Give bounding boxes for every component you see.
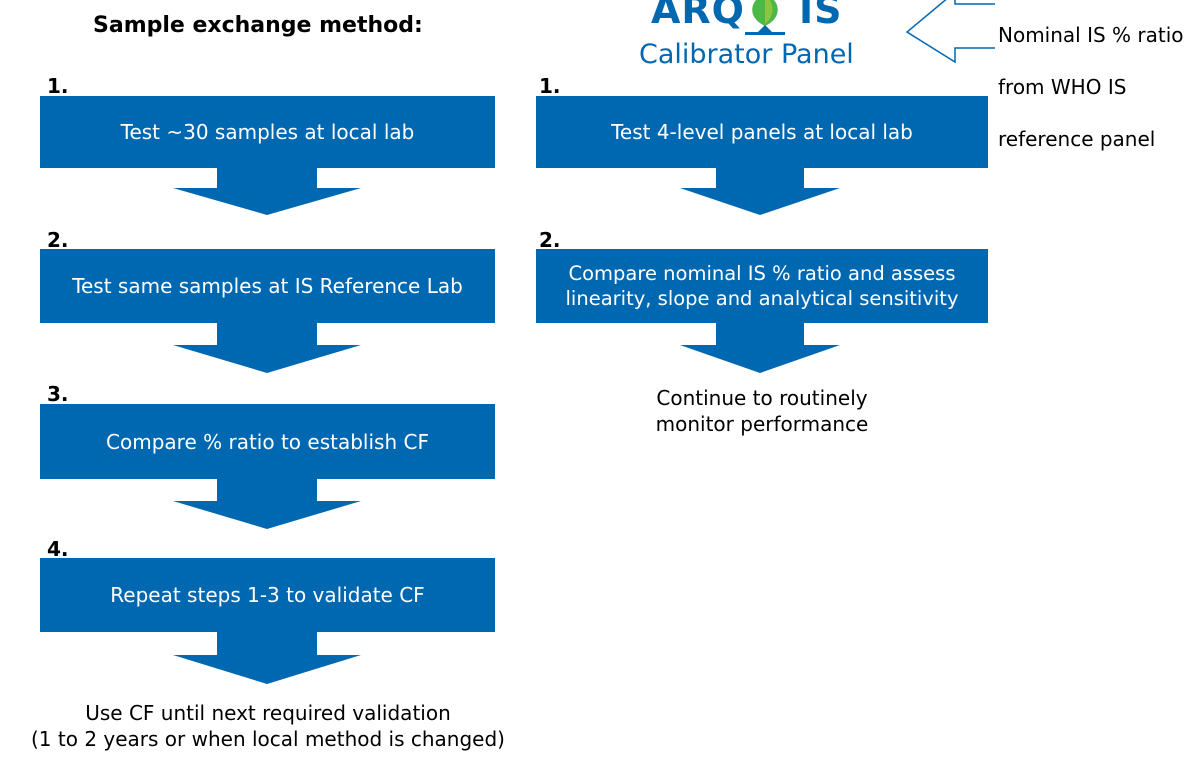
right-outcome: Continue to routinely monitor performanc… [612, 385, 912, 437]
sample-exchange-heading: Sample exchange method: [93, 13, 423, 38]
right-step-2-line-1: Compare nominal IS % ratio and assess [568, 261, 956, 285]
left-step-3-box: Compare % ratio to establish CF [40, 404, 495, 479]
right-arrow-1 [680, 168, 840, 215]
logo-text-arq: ARQ [651, 0, 745, 32]
right-outcome-line-1: Continue to routinely [656, 386, 868, 410]
left-step-2-text: Test same samples at IS Reference Lab [72, 274, 463, 298]
note-line-2: from WHO IS [998, 75, 1127, 99]
right-arrow-2 [680, 323, 840, 373]
left-arrow-4 [173, 632, 362, 684]
logo-leaf-icon [745, 0, 785, 35]
outline-left-arrow-icon [905, 0, 995, 64]
left-outcome-line-1: Use CF until next required validation [85, 701, 451, 725]
left-step-2-box: Test same samples at IS Reference Lab [40, 249, 495, 323]
note-line-3: reference panel [998, 127, 1156, 151]
nominal-ratio-note: Nominal IS % ratio from WHO IS reference… [998, 0, 1184, 178]
left-step-4-number: 4. [47, 537, 69, 561]
right-step-1-number: 1. [539, 74, 561, 98]
logo-subtitle: Calibrator Panel [639, 39, 854, 70]
left-step-1-box: Test ~30 samples at local lab [40, 96, 495, 168]
left-arrow-1 [173, 168, 362, 215]
left-outcome: Use CF until next required validation (1… [0, 700, 536, 752]
right-step-1-text: Test 4-level panels at local lab [611, 120, 913, 144]
left-step-4-box: Repeat steps 1-3 to validate CF [40, 558, 495, 632]
right-outcome-line-2: monitor performance [655, 412, 869, 436]
right-step-2-box: Compare nominal IS % ratio and assess li… [536, 249, 988, 323]
logo-text-is: IS [798, 0, 843, 32]
left-step-3-text: Compare % ratio to establish CF [106, 429, 429, 454]
right-step-1-box: Test 4-level panels at local lab [536, 96, 988, 168]
left-outcome-line-2: (1 to 2 years or when local method is ch… [31, 727, 505, 751]
left-arrow-2 [173, 323, 362, 373]
left-step-4-text: Repeat steps 1-3 to validate CF [110, 583, 425, 607]
left-step-3-number: 3. [47, 382, 69, 406]
left-step-1-number: 1. [47, 74, 69, 98]
left-step-1-text: Test ~30 samples at local lab [120, 120, 415, 144]
left-step-2-number: 2. [47, 228, 69, 252]
left-arrow-3 [173, 479, 362, 529]
arq-is-logo: ARQ IS [651, 0, 843, 32]
right-step-2-line-2: linearity, slope and analytical sensitiv… [565, 287, 959, 310]
right-step-2-number: 2. [539, 228, 561, 252]
note-line-1: Nominal IS % ratio [998, 23, 1184, 47]
